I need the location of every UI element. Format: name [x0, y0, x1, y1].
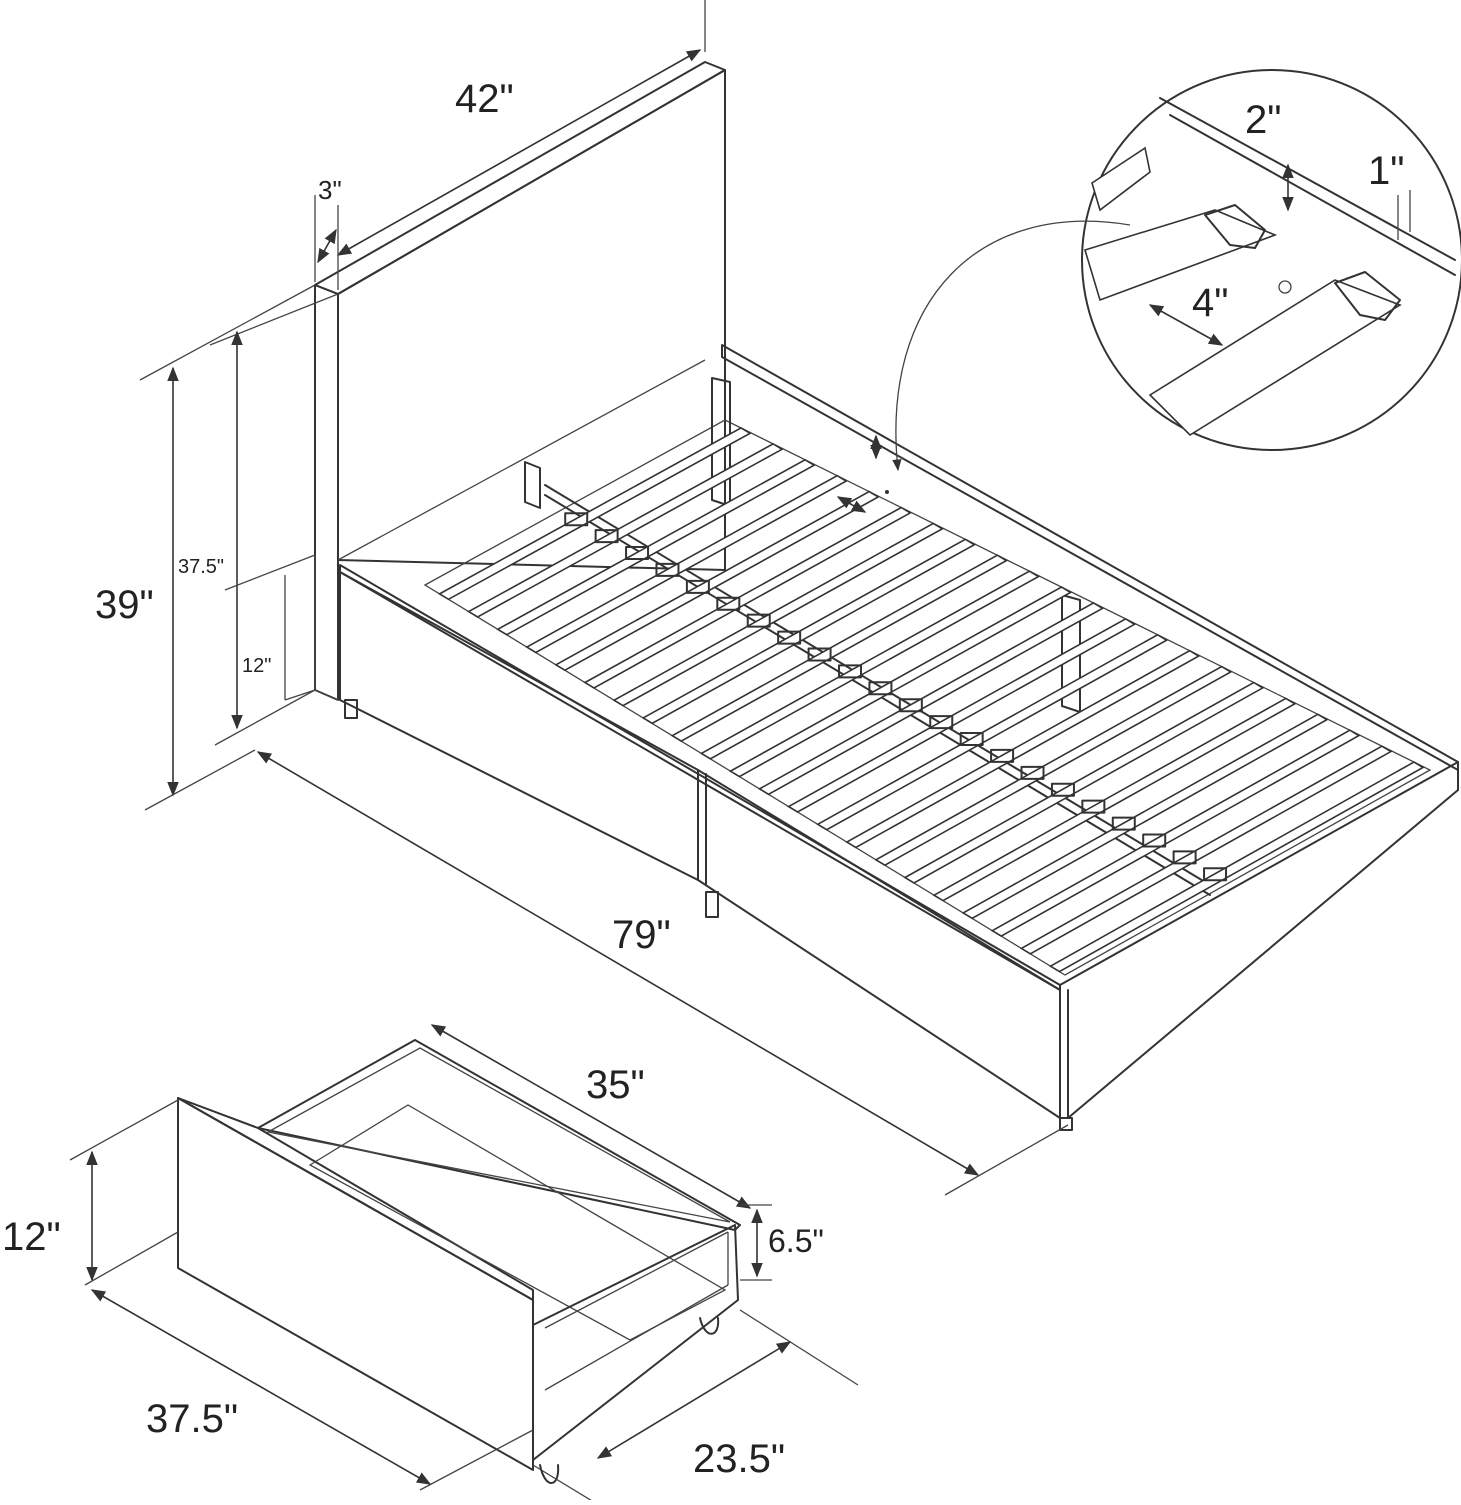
label-side-rail-height: 12"	[242, 655, 271, 677]
slat-strap	[1142, 833, 1167, 848]
label-headboard-height: 37.5"	[178, 556, 224, 578]
bed-dimension-lines	[139, 0, 1069, 1196]
drawer	[177, 1039, 741, 1484]
slat-strap	[685, 579, 710, 594]
slat-strap	[1111, 816, 1136, 831]
slat	[525, 474, 848, 654]
label-drawer-width: 23.5"	[693, 1437, 785, 1481]
label-drawer-height: 12"	[2, 1215, 61, 1259]
slat	[1048, 761, 1425, 973]
bed-slats	[437, 427, 1425, 973]
bed-slat-markers	[836, 434, 889, 513]
label-slat-thickness: 1"	[1368, 149, 1404, 193]
slat-strap	[868, 681, 893, 696]
slat-strap	[655, 562, 680, 577]
slat-strap	[1081, 799, 1106, 814]
slat	[583, 506, 912, 689]
slat	[641, 538, 976, 725]
slat	[1019, 745, 1393, 955]
slat-strap	[898, 698, 923, 713]
slat-strap	[746, 613, 771, 628]
slat-strap	[594, 529, 619, 544]
slat-strap	[716, 596, 741, 611]
drawer-dimension-lines	[69, 1024, 859, 1505]
slat	[554, 490, 880, 672]
label-headboard-thickness: 3"	[318, 175, 342, 205]
slat-strap	[990, 748, 1015, 763]
dimension-labels: 42" 3" 39" 37.5" 12" 79" 2" 1" 4" 35" 12…	[2, 77, 1404, 1481]
slat	[612, 522, 944, 707]
slat-strap	[1050, 782, 1075, 797]
slat-strap	[625, 546, 650, 561]
slat-strap	[1020, 765, 1045, 780]
slat	[990, 729, 1361, 938]
label-total-height: 39"	[95, 583, 154, 627]
label-drawer-inner-depth: 6.5"	[768, 1223, 824, 1259]
slat-strap	[807, 647, 832, 662]
slat-strap	[837, 664, 862, 679]
slat-strap	[1203, 867, 1228, 882]
slat-strap	[929, 715, 954, 730]
slat	[437, 427, 752, 601]
slat	[670, 554, 1008, 743]
label-slat-gap: 2"	[1245, 98, 1281, 142]
slat	[467, 442, 784, 618]
slat	[496, 458, 816, 636]
label-drawer-front-width: 37.5"	[146, 1397, 238, 1441]
slat-strap	[564, 512, 589, 527]
slat-detail-callout	[892, 69, 1461, 472]
slat-strap	[1172, 850, 1197, 865]
headboard	[314, 61, 726, 701]
label-headboard-width: 42"	[455, 77, 514, 121]
slat-strap	[959, 732, 984, 747]
label-slat-width: 4"	[1192, 281, 1228, 325]
slat-strap	[777, 630, 802, 645]
label-drawer-length: 35"	[586, 1063, 645, 1107]
label-bed-length: 79"	[612, 913, 671, 957]
